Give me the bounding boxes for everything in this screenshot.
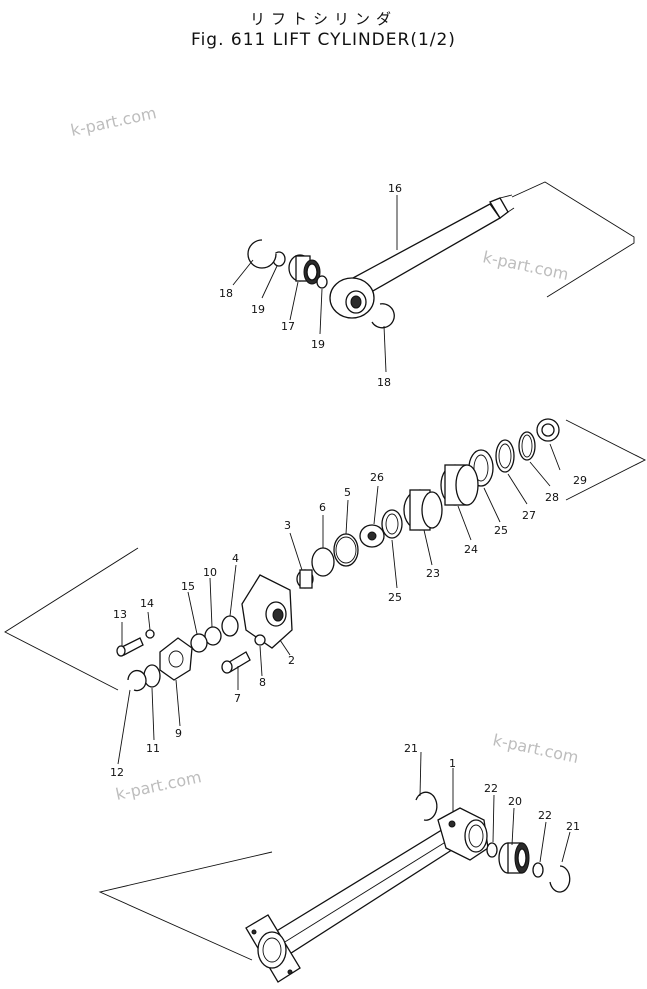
seal-ring <box>221 615 239 637</box>
watermark: k-part.com <box>69 103 158 140</box>
callout-12: 12 <box>110 766 124 779</box>
callout-11: 11 <box>146 742 160 755</box>
callout-22: 22 <box>538 809 552 822</box>
piston-ring <box>381 509 403 539</box>
callout-24: 24 <box>464 543 478 556</box>
snap-ring <box>549 865 571 893</box>
watermark: k-part.com <box>491 730 580 767</box>
snap-ring <box>415 791 438 821</box>
callout-7: 7 <box>234 692 241 705</box>
piston-rod-group: 16 18 19 17 19 18 <box>219 181 635 389</box>
title-japanese: リフトシリンダ <box>249 10 397 28</box>
dust-seal <box>486 842 498 858</box>
dust-seal <box>143 664 161 688</box>
dust-seal <box>532 862 544 878</box>
callout-19: 19 <box>311 338 325 351</box>
axis-line <box>565 419 646 501</box>
callout-5: 5 <box>344 486 351 499</box>
callout-3: 3 <box>284 519 291 532</box>
callout-1: 1 <box>449 757 456 770</box>
figure-title: Fig. 611 LIFT CYLINDER(1/2) <box>191 30 456 50</box>
watermark: k-part.com <box>481 247 570 284</box>
snap-ring <box>518 431 536 461</box>
snap-ring <box>371 303 395 329</box>
callout-8: 8 <box>259 676 266 689</box>
callout-16: 16 <box>388 182 402 195</box>
watermark: k-part.com <box>114 767 203 804</box>
callout-15: 15 <box>181 580 195 593</box>
backup-ring <box>311 547 335 577</box>
axis-line <box>4 547 139 691</box>
callout-22: 22 <box>484 782 498 795</box>
dust-seal <box>316 275 328 289</box>
callout-28: 28 <box>545 491 559 504</box>
callout-13: 13 <box>113 608 127 621</box>
callout-2: 2 <box>288 654 295 667</box>
callout-21: 21 <box>566 820 580 833</box>
retainer <box>159 637 193 681</box>
callout-6: 6 <box>319 501 326 514</box>
washer <box>254 634 266 646</box>
callout-4: 4 <box>232 552 239 565</box>
snap-ring <box>247 239 277 269</box>
callout-9: 9 <box>175 727 182 740</box>
callout-10: 10 <box>203 566 217 579</box>
callout-21: 21 <box>404 742 418 755</box>
callout-18: 18 <box>377 376 391 389</box>
callout-29: 29 <box>573 474 587 487</box>
o-ring <box>333 533 359 567</box>
callout-26: 26 <box>370 471 384 484</box>
head-piston-group: 29 28 27 25 24 23 25 26 5 6 3 4 10 15 2 … <box>4 418 646 779</box>
cylinder-tube <box>268 827 459 956</box>
callout-18: 18 <box>219 287 233 300</box>
callout-19: 19 <box>251 303 265 316</box>
axis-line <box>98 851 273 961</box>
backup-ring <box>190 633 208 653</box>
callout-25: 25 <box>494 524 508 537</box>
u-packing <box>204 626 222 646</box>
spring-washer <box>145 629 155 639</box>
callout-27: 27 <box>522 509 536 522</box>
axis-line <box>511 181 635 298</box>
cylinder-tube-group: 1 21 22 20 22 21 <box>98 742 580 983</box>
callout-23: 23 <box>426 567 440 580</box>
snap-ring <box>127 669 147 692</box>
callout-25: 25 <box>388 591 402 604</box>
callout-17: 17 <box>281 320 295 333</box>
callout-20: 20 <box>508 795 522 808</box>
callout-14: 14 <box>140 597 154 610</box>
